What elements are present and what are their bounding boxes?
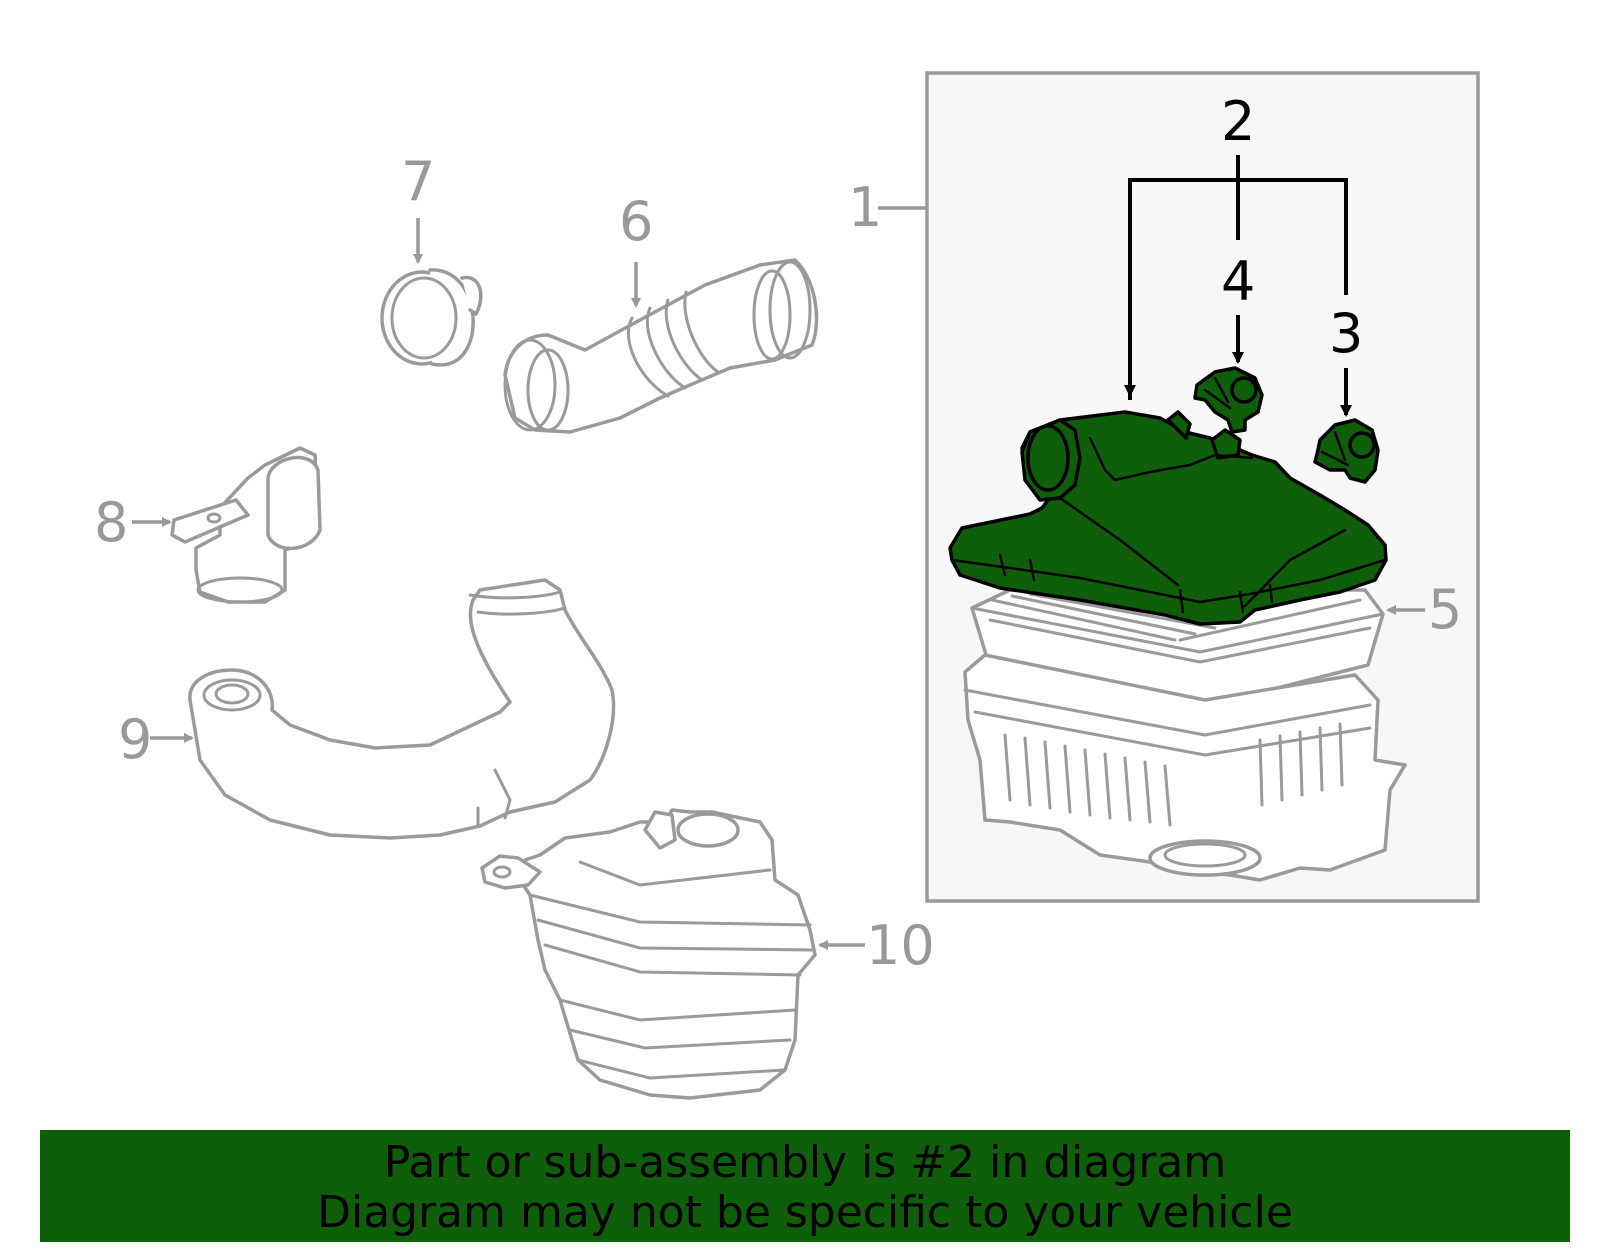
resonator-part-10 [480, 808, 817, 1100]
callout-10: 10 [866, 914, 935, 977]
callout-4: 4 [1221, 250, 1255, 313]
air-cleaner-cover-highlighted [948, 410, 1388, 626]
sensor-part-4 [1193, 366, 1264, 434]
banner-line-1: Part or sub-assembly is #2 in diagram [383, 1137, 1227, 1188]
intake-duct-part-9 [188, 578, 616, 840]
banner-line-2: Diagram may not be specific to your vehi… [317, 1187, 1293, 1238]
sensor-part-3 [1313, 418, 1380, 484]
intake-hose-part-6 [503, 258, 819, 434]
info-banner: Part or sub-assembly is #2 in diagram Di… [40, 1130, 1570, 1242]
callout-3: 3 [1329, 302, 1363, 365]
callout-6: 6 [619, 190, 653, 253]
callout-7: 7 [401, 150, 435, 213]
callout-2: 2 [1221, 90, 1255, 153]
callout-5: 5 [1428, 578, 1462, 641]
callout-1: 1 [848, 176, 882, 239]
clamp-part-7 [380, 268, 483, 367]
callout-9: 9 [118, 708, 152, 771]
callout-8: 8 [94, 491, 128, 554]
air-cleaner-lower-case [963, 653, 1407, 882]
connector-part-8 [170, 446, 322, 604]
